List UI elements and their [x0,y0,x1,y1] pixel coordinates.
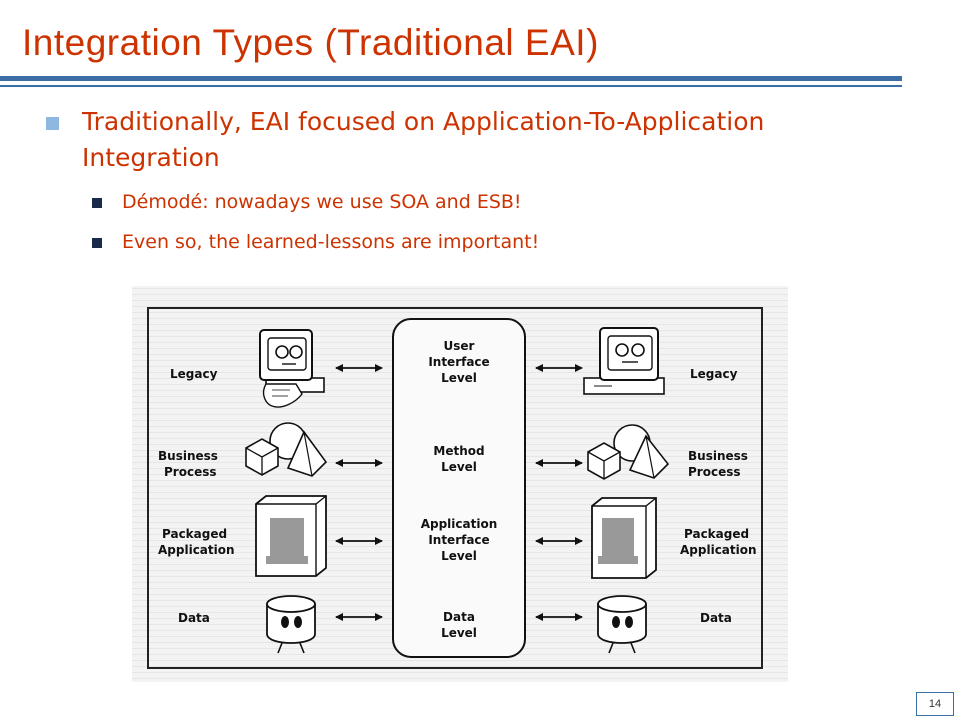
level-label: Level [441,371,477,385]
packaged-application-label: Packaged [684,527,749,541]
packaged-application-label: Application [158,543,235,557]
business-process-label: Process [164,465,217,479]
business-process-label: Business [158,449,218,463]
level-label: User [444,339,475,353]
data-label: Data [700,611,732,625]
bullet-text: Even so, the learned-lessons are importa… [122,231,540,253]
business-process-shapes-icon [245,422,328,477]
database-icon [266,595,316,654]
database-icon [597,595,647,654]
business-process-shapes-icon [587,424,670,480]
level-label: Application [421,517,498,531]
legacy-label: Legacy [690,367,738,381]
title-divider [0,76,902,81]
integration-levels-column [392,318,526,658]
bullet-text: Démodé: nowadays we use SOA and ESB! [122,191,522,213]
business-process-label: Business [688,449,748,463]
figure-frame [147,307,763,669]
bullet-marker [46,117,59,130]
bullet-marker [92,198,102,208]
packaged-application-icon [255,495,327,577]
data-label: Data [178,611,210,625]
page-number: 14 [916,692,954,716]
bullet-marker [92,238,102,248]
packaged-application-icon [591,497,657,579]
bullet-level2: Even so, the learned-lessons are importa… [92,230,792,254]
slide-title: Integration Types (Traditional EAI) [22,22,599,63]
level-label: Level [441,549,477,563]
legacy-computer-icon [259,329,325,408]
level-label: Level [441,460,477,474]
bullet-level2: Démodé: nowadays we use SOA and ESB! [92,190,792,214]
bullet-level1: Traditionally, EAI focused on Applicatio… [46,104,866,176]
eai-integration-levels-figure: User Interface Level Method Level Applic… [132,286,788,682]
packaged-application-label: Application [680,543,757,557]
legacy-computer-icon [583,327,665,395]
bullet-text: Traditionally, EAI focused on Applicatio… [82,107,765,172]
level-label: Interface [428,355,489,369]
level-label: Level [441,626,477,640]
level-label: Interface [428,533,489,547]
legacy-label: Legacy [170,367,218,381]
title-divider-thin [0,85,902,87]
business-process-label: Process [688,465,741,479]
packaged-application-label: Packaged [162,527,227,541]
level-label: Data [443,610,475,624]
level-label: Method [433,444,484,458]
